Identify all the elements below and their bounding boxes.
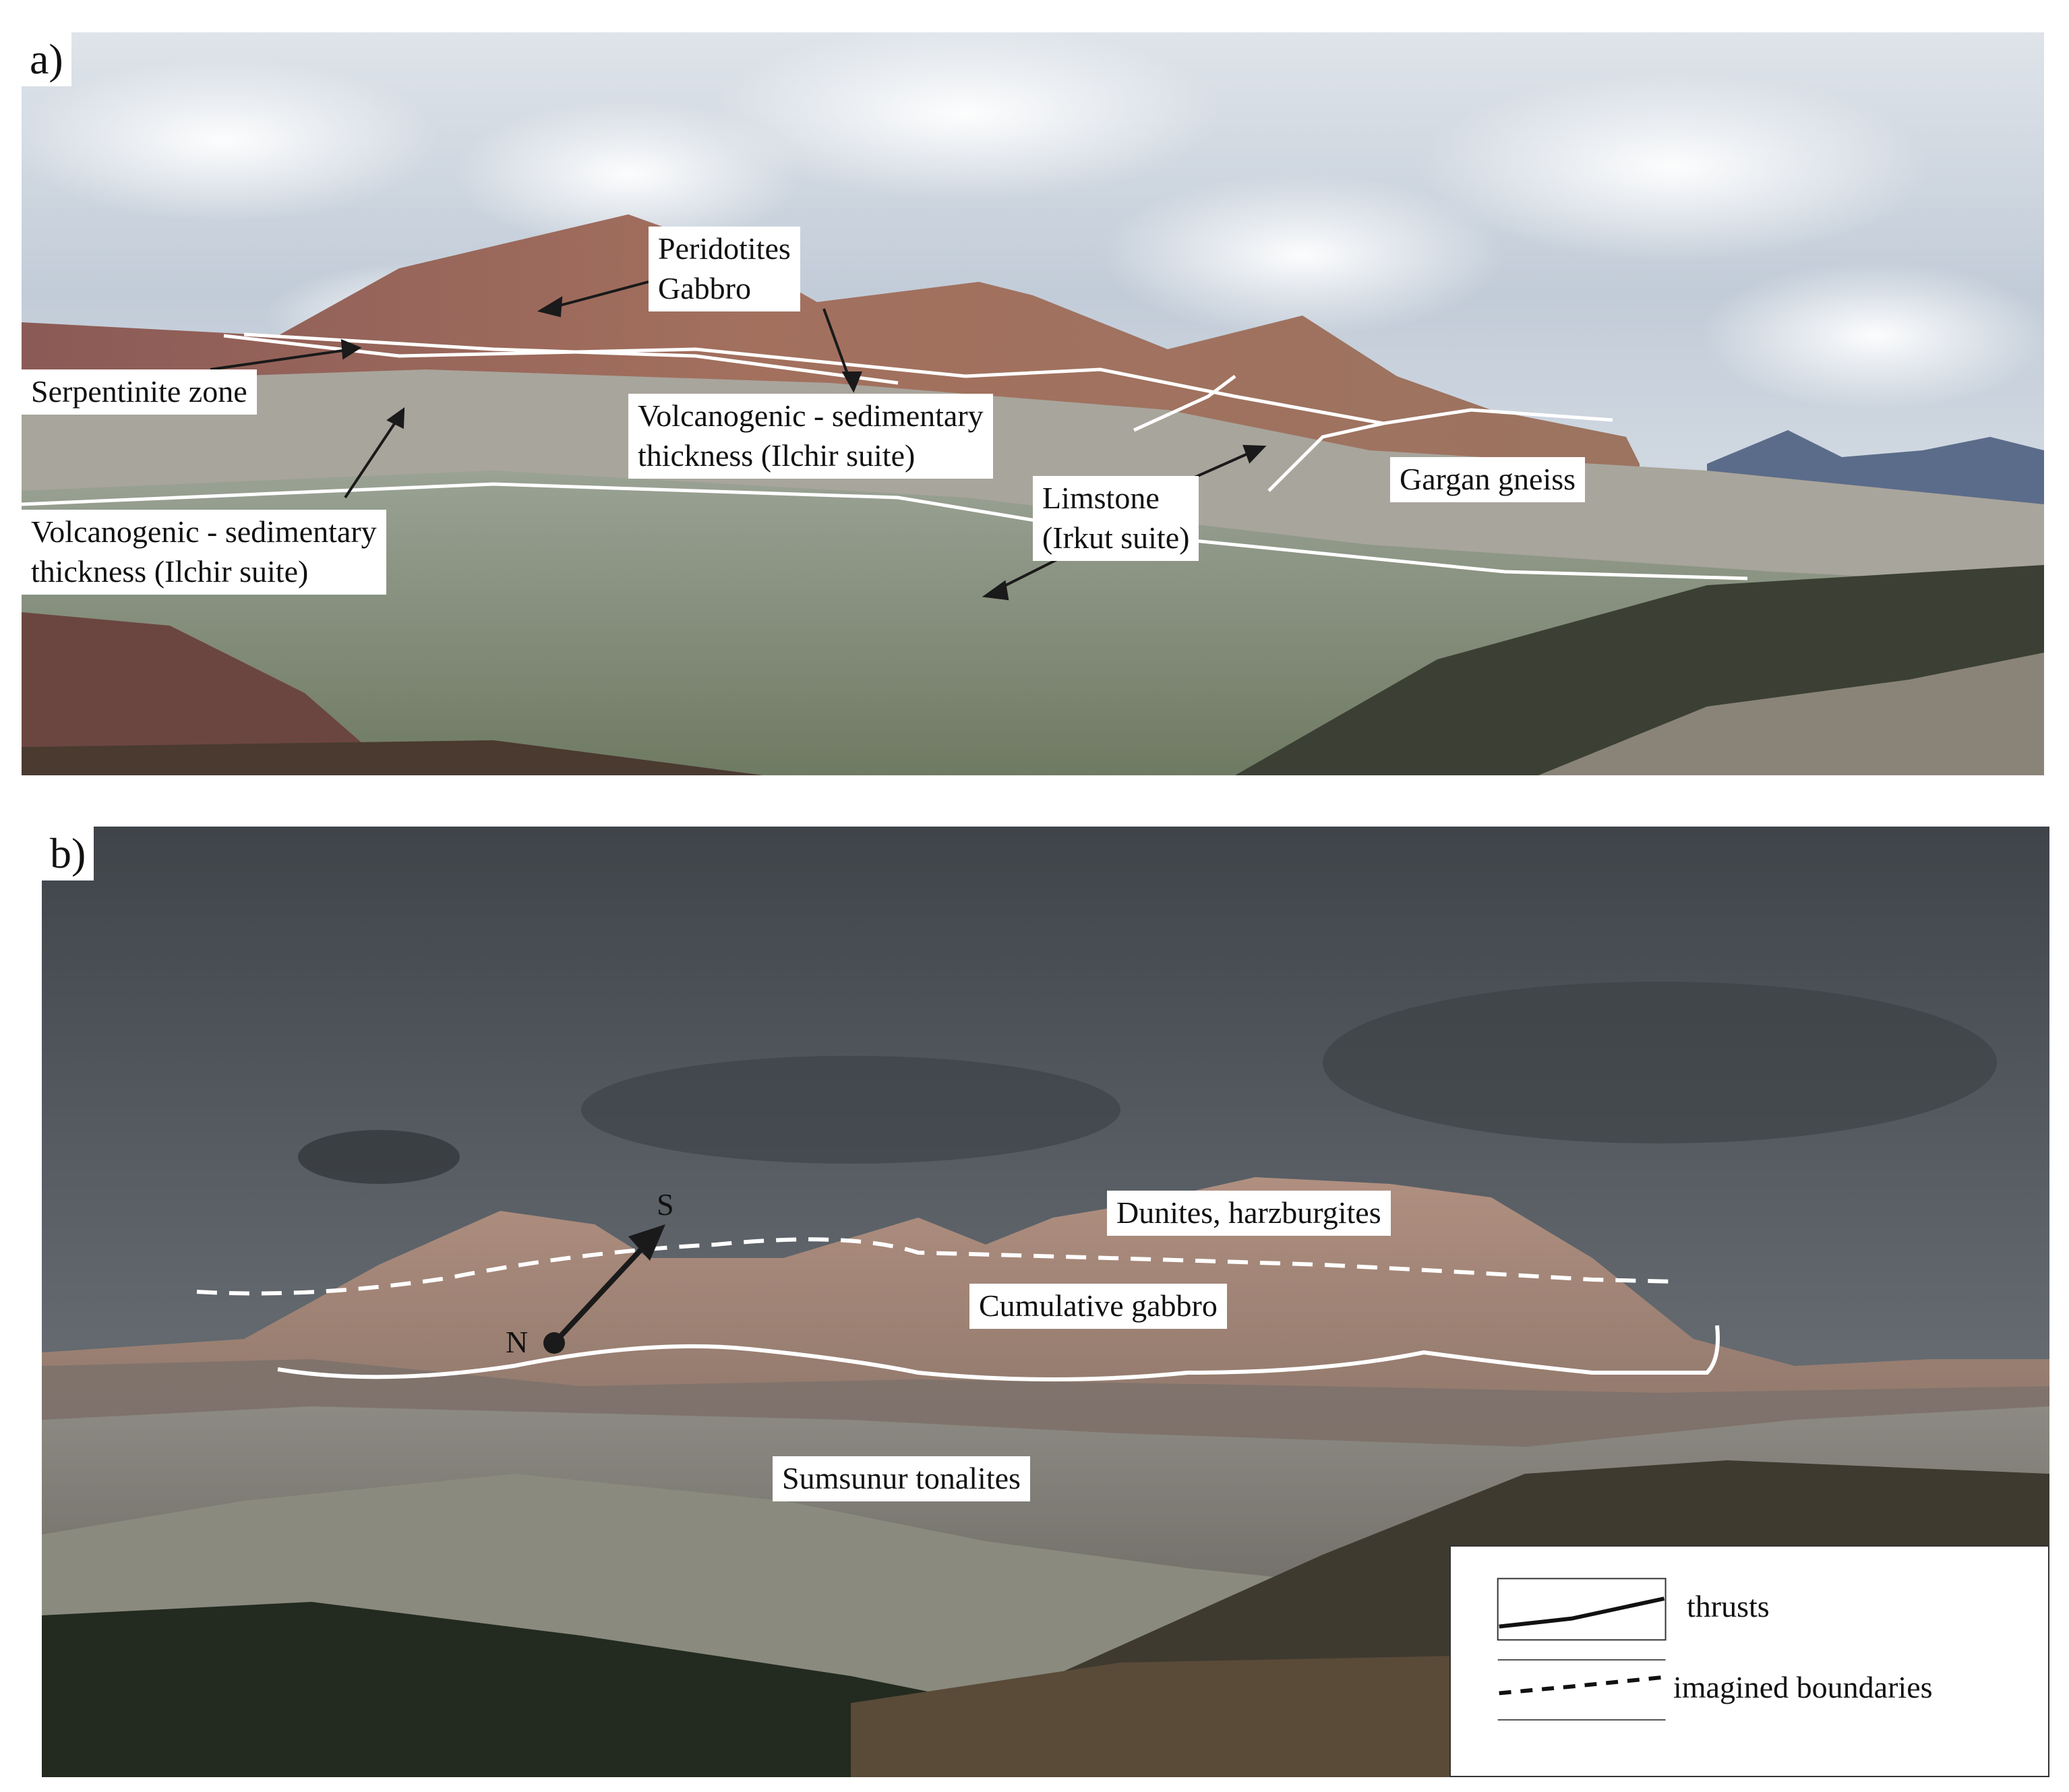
label-volcanogenic-lower-line2: thickness (Ilchir suite) [31,554,309,589]
label-volcanogenic-lower: Volcanogenic - sedimentary thickness (Il… [22,510,386,595]
label-limestone: Limstone (Irkut suite) [1033,476,1199,561]
panel-a-label: a) [22,32,71,86]
label-volcanogenic-lower-line1: Volcanogenic - sedimentary [31,514,377,549]
label-limestone-line1: Limstone [1042,481,1160,515]
legend-thrusts-label: thrusts [1687,1589,1770,1623]
label-cumulative-gabbro: Cumulative gabbro [969,1284,1227,1329]
label-gabbro: Gabbro [658,270,751,305]
label-gargan-gneiss: Gargan gneiss [1390,457,1586,502]
label-peridotites-gabbro: Peridotites Gabbro [649,227,800,311]
label-sumsunur-tonalites: Sumsunur tonalites [773,1456,1030,1501]
label-dunites-harzburgites: Dunites, harzburgites [1107,1191,1391,1236]
legend-imagined-label: imagined boundaries [1673,1670,1933,1704]
legend-imagined-line [1499,1675,1665,1696]
label-volcanogenic-upper-line1: Volcanogenic - sedimentary [638,398,984,433]
label-volcanogenic-upper: Volcanogenic - sedimentary thickness (Il… [628,394,993,479]
legend-swatches [1497,1578,1667,1721]
legend-box: thrusts imagined boundaries [1449,1545,2049,1777]
label-peridotites: Peridotites [658,231,791,266]
panel-b-photo: N S b) Dunites, harzburgites Cumulative … [42,827,2049,1777]
label-volcanogenic-upper-line2: thickness (Ilchir suite) [638,438,916,473]
compass-south-label: S [657,1187,674,1222]
panel-a-landscape [22,32,2044,775]
panel-a-photo: a) Peridotites Gabbro Serpentinite zone … [22,32,2044,775]
compass-north-label: N [506,1325,529,1359]
label-limestone-line2: (Irkut suite) [1042,520,1190,555]
legend-thrust-line [1499,1596,1665,1629]
label-serpentinite-zone: Serpentinite zone [22,369,257,415]
panel-b-label: b) [42,827,94,880]
